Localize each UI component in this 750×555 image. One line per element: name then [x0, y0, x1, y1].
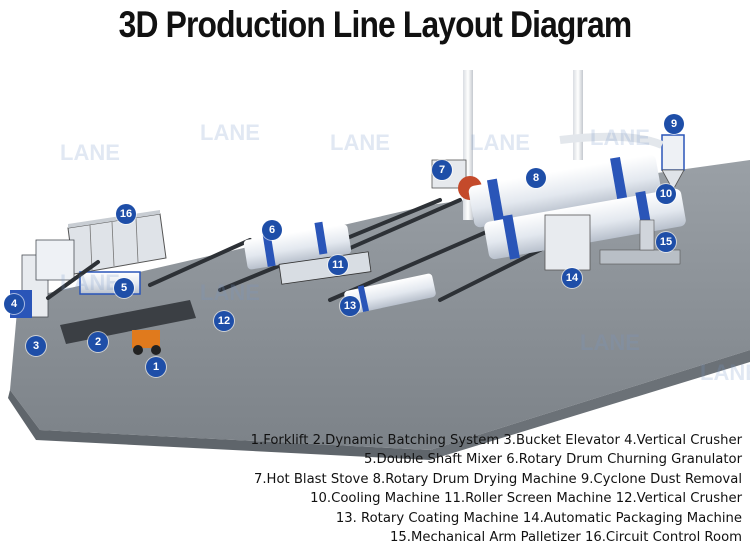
churning-granulator [243, 221, 352, 270]
equipment-marker-9: 9 [664, 114, 684, 134]
equipment-marker-7: 7 [432, 160, 452, 180]
equipment-marker-10: 10 [656, 184, 676, 204]
packaging-area [544, 214, 681, 271]
watermark: LANE [60, 140, 120, 165]
watermark: LANE [470, 130, 530, 155]
equipment-marker-14: 14 [562, 268, 582, 288]
coating-drum [344, 273, 436, 315]
equipment-marker-6: 6 [262, 220, 282, 240]
equipment-marker-16: 16 [116, 204, 136, 224]
legend-line: 13. Rotary Coating Machine 14.Automatic … [335, 510, 742, 526]
equipment-marker-15: 15 [656, 232, 676, 252]
roller-screen [278, 251, 372, 285]
legend-line: 1.Forklift 2.Dynamic Batching System 3.B… [250, 433, 742, 448]
watermark: LANE [60, 270, 120, 295]
legend-line: 15.Mechanical Arm Palletizer 16.Circuit … [389, 530, 742, 546]
watermark: LANE [200, 120, 260, 145]
legend-line: 5.Double Shaft Mixer 6.Rotary Drum Churn… [363, 452, 742, 468]
watermarks: LANE LANE LANE LANE LANE LANE LANE LANE … [60, 120, 750, 385]
page-title: 3D Production Line Layout Diagram [118, 4, 632, 45]
equipment-marker-1: 1 [146, 357, 166, 377]
watermark: LANE [590, 125, 650, 150]
equipment-marker-12: 12 [214, 311, 234, 331]
exhaust-stacks [463, 70, 583, 220]
drying-drum [468, 154, 662, 228]
equipment-marker-13: 13 [340, 296, 360, 316]
equipment-legend: 1.Forklift 2.Dynamic Batching System 3.B… [182, 431, 742, 547]
watermark: LANE [700, 360, 750, 385]
equipment-marker-3: 3 [26, 336, 46, 356]
cyclone-dust-removal [559, 132, 685, 191]
legend-line: 10.Cooling Machine 11.Roller Screen Mach… [310, 491, 742, 507]
forklift [132, 330, 161, 355]
watermark: LANE [200, 280, 260, 305]
equipment-marker-4: 4 [4, 294, 24, 314]
watermark: LANE [330, 130, 390, 155]
equipment-marker-11: 11 [328, 255, 348, 275]
equipment-marker-5: 5 [114, 278, 134, 298]
equipment-marker-2: 2 [88, 332, 108, 352]
legend-line: 7.Hot Blast Stove 8.Rotary Drum Drying M… [253, 471, 742, 487]
watermark: LANE [580, 330, 640, 355]
equipment-marker-8: 8 [526, 168, 546, 188]
